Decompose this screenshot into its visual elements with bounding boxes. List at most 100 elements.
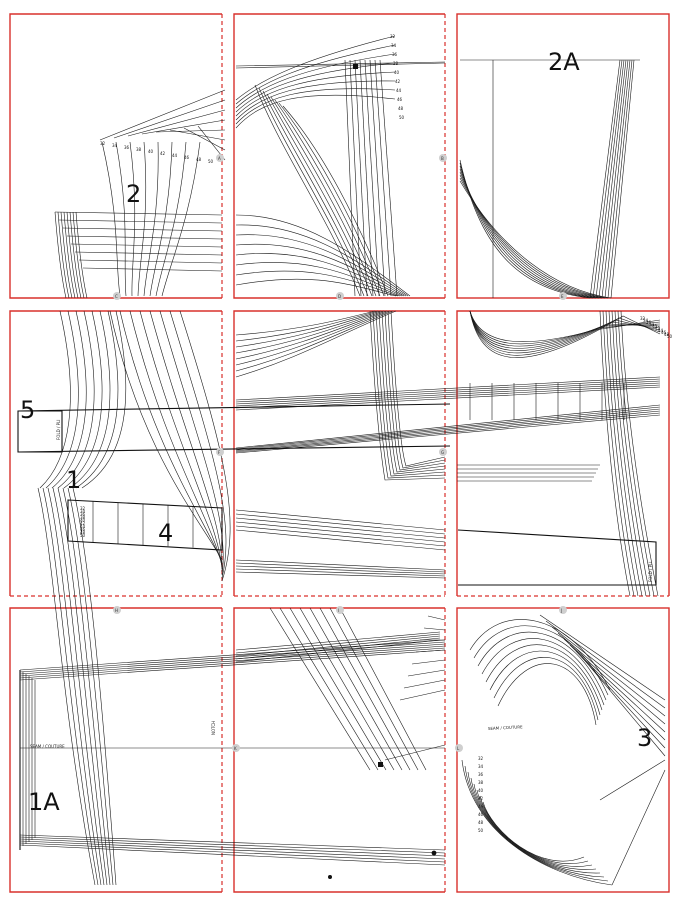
annotations: FOLD / PLI SEAM / COUTURE FOLD / PLI SEA… — [30, 420, 653, 749]
piece-1-line — [45, 310, 79, 489]
piece-bottom-line — [423, 627, 446, 631]
piece-mid-line — [235, 568, 446, 577]
piece-mid-line — [235, 414, 661, 454]
piece-bottom-line — [19, 645, 446, 677]
piece-collar-line — [235, 94, 396, 129]
piece-right-line — [469, 310, 661, 356]
piece-mid-line — [235, 310, 379, 342]
piece-2-line — [141, 119, 226, 135]
piece-2-size-34: 34 — [112, 143, 118, 148]
tile-1-2 — [233, 13, 445, 299]
fold-annotation-5: FOLD / PLI — [56, 420, 61, 440]
piece-mid-line — [235, 310, 382, 348]
piece-mid-line — [235, 562, 446, 573]
page-marker-f-label: F — [218, 450, 221, 455]
piece-collar-line — [282, 105, 389, 297]
piece-2-line — [54, 211, 223, 216]
piece-mid-line — [235, 310, 385, 354]
piece-2-size-32: 32 — [100, 141, 106, 146]
seam-annotation-1a: SEAM / COUTURE — [30, 744, 65, 749]
right-upper-size-38: 38 — [649, 322, 655, 327]
tile-2-3 — [456, 310, 670, 596]
piece-mid-line — [235, 559, 446, 571]
piece-1-size-32: 32 — [80, 506, 86, 511]
piece-2-line — [129, 141, 136, 297]
collar-size-32: 32 — [390, 34, 396, 39]
piece-right-line — [469, 310, 661, 354]
piece-collar-line — [235, 44, 396, 105]
piece-collar-line — [235, 62, 446, 69]
piece-3-line — [545, 620, 666, 709]
piece-2-line — [115, 141, 127, 297]
piece-3-line — [473, 783, 597, 870]
piece-collar-line — [369, 59, 386, 297]
piece-bottom-line — [235, 633, 441, 654]
piece-1-line — [139, 310, 223, 570]
page-marker-c-label: C — [115, 294, 118, 299]
piece-bottom-line — [235, 635, 441, 657]
piece-3-line — [485, 644, 603, 711]
piece-bottom-line — [384, 744, 446, 761]
piece-mid-line — [381, 310, 446, 473]
piece-collar-line — [349, 59, 362, 297]
piece-1-label: 1 — [66, 466, 81, 494]
page-marker-h-label: H — [115, 608, 118, 613]
piece-2-line — [78, 259, 223, 264]
page-marker-e-label: E — [561, 294, 564, 299]
piece-3-line — [464, 765, 609, 882]
notch-annotation-1a: NOTCH — [211, 721, 216, 735]
piece-mid-line — [235, 384, 661, 409]
piece-collar-line — [359, 59, 374, 297]
piece-mid-line — [235, 410, 661, 452]
piece-2-line — [66, 235, 223, 240]
piece-2-line — [127, 109, 226, 137]
piece-mid-line — [235, 404, 661, 449]
piece-collar-line — [364, 59, 380, 297]
collar-size-48: 48 — [398, 106, 404, 111]
piece-collar-line — [235, 88, 396, 125]
piece-collar-line — [235, 253, 403, 297]
fold-annotation-right: FOLD / PLI — [648, 562, 653, 582]
piece-2-line — [63, 211, 76, 299]
piece-1-line — [57, 487, 108, 886]
page-marker-c: C — [113, 292, 121, 300]
piece-labels: 2 2A 5 1 4 1A 3 — [20, 48, 652, 816]
piece-4-label: 4 — [158, 519, 173, 547]
piece-3-line — [477, 631, 607, 701]
piece-2a-line — [459, 180, 612, 299]
piece-mid-line — [235, 380, 661, 405]
piece-1-line — [169, 310, 227, 579]
page-marker-i: I — [336, 606, 344, 614]
piece-bottom-line — [399, 689, 446, 701]
piece-collar-line — [258, 87, 365, 297]
piece-1-size-42: 42 — [80, 521, 86, 526]
tile-1-1 — [9, 13, 222, 299]
tile-2-2 — [233, 310, 445, 596]
piece-3-size-36: 36 — [478, 772, 484, 777]
piece-2a-line — [589, 59, 621, 299]
piece-1-size-38: 38 — [80, 515, 86, 520]
piece-1-size-46: 46 — [80, 527, 86, 532]
piece-right-line — [469, 310, 661, 349]
page-marker-a: A — [216, 154, 224, 162]
piece-2-line — [60, 211, 73, 299]
piece-2-size-50: 50 — [208, 159, 214, 164]
piece-1-line — [42, 487, 99, 886]
piece-5-label: 5 — [20, 396, 35, 424]
page-marker-g: G — [439, 448, 447, 456]
piece-collar-line — [235, 262, 401, 297]
piece-3-line — [551, 626, 666, 717]
piece-2-line — [75, 211, 88, 299]
piece-collar-line — [235, 53, 396, 109]
piece-right-line — [469, 310, 661, 358]
piece-bottom-line — [19, 647, 446, 679]
piece-mid-line — [235, 571, 446, 579]
piece-2a-line — [459, 165, 597, 299]
piece-2-line — [66, 211, 79, 299]
piece-1-line — [129, 310, 223, 567]
collar-size-46: 46 — [397, 97, 403, 102]
piece-3-size-44: 44 — [478, 804, 484, 809]
page-marker-j: J — [559, 606, 567, 614]
piece-right-line — [469, 310, 661, 347]
